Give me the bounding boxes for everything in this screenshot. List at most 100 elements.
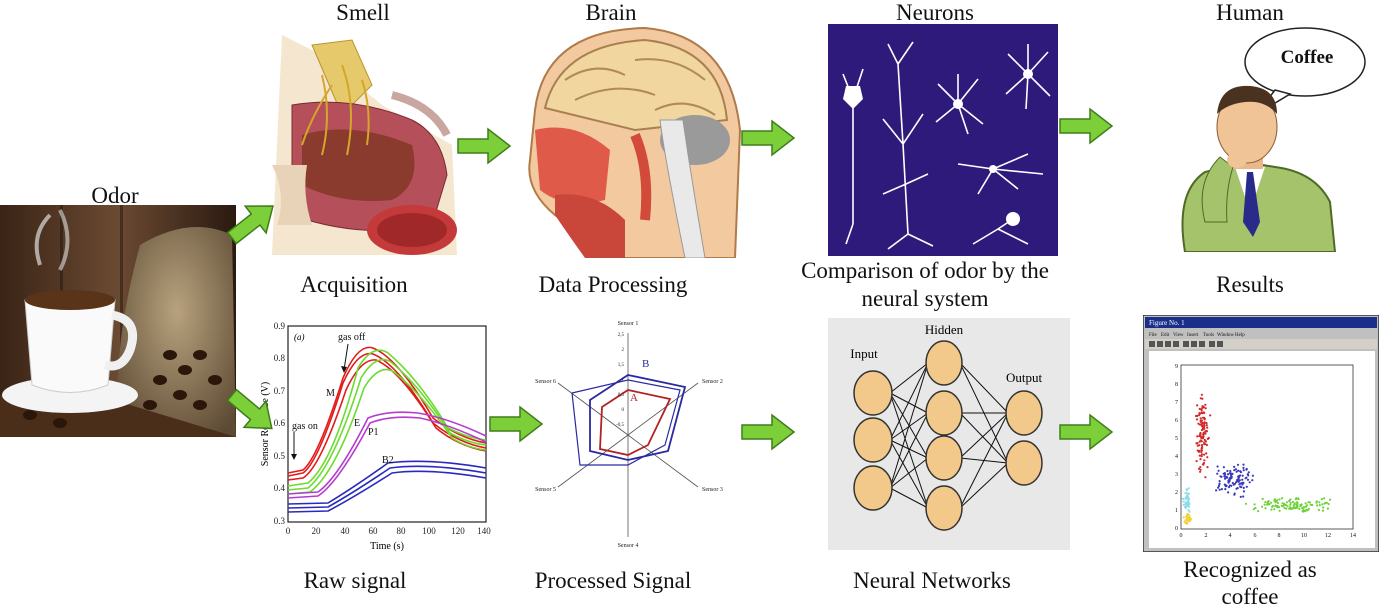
raw-panel-label: (a): [294, 332, 305, 342]
scatter-point: [1254, 506, 1257, 510]
radar-series-b-label: B: [642, 358, 649, 370]
scatter-point: [1200, 450, 1203, 454]
scatter-point: [1266, 503, 1269, 506]
scatter-point: [1227, 486, 1231, 489]
scatter-point: [1241, 474, 1244, 477]
scatter-point: [1184, 496, 1187, 499]
scatter-point: [1200, 447, 1203, 450]
scatter-point: [1304, 502, 1307, 505]
scatter-point: [1285, 507, 1288, 510]
figure-title: Figure No. 1: [1149, 319, 1185, 327]
raw-series-b2: [287, 470, 487, 513]
scatter-point: [1226, 469, 1229, 473]
scatter-point: [1239, 474, 1242, 477]
input-node: [853, 417, 893, 463]
radar-axis-label: Sensor 2: [702, 379, 723, 385]
scatter-point: [1187, 505, 1190, 508]
scatter-point: [1220, 475, 1223, 478]
scatter-point: [1242, 469, 1245, 472]
scatter-point: [1187, 513, 1190, 517]
scatter-point: [1202, 463, 1205, 466]
scatter-point: [1318, 501, 1321, 504]
scatter-point: [1293, 502, 1296, 505]
results-xtick: 14: [1350, 533, 1356, 539]
figure-menu-item[interactable]: File: [1149, 333, 1158, 338]
scatter-point: [1246, 478, 1250, 481]
scatter-point: [1223, 475, 1226, 478]
scatter-point: [1288, 499, 1291, 503]
scatter-point: [1203, 406, 1206, 409]
scatter-point: [1247, 471, 1250, 474]
scatter-point: [1278, 506, 1281, 509]
raw-xtick: 80: [397, 526, 407, 536]
nn-input-label: Input: [850, 346, 878, 361]
scatter-point: [1286, 505, 1289, 508]
figure-menu-item[interactable]: Insert: [1187, 333, 1199, 338]
scatter-point: [1205, 424, 1208, 427]
scatter-point: [1216, 472, 1219, 475]
raw-series-b2: [287, 465, 487, 509]
scatter-point: [1200, 423, 1203, 426]
scatter-point: [1284, 503, 1287, 506]
scatter-point: [1315, 500, 1318, 503]
radar-tick: 1,5: [618, 363, 625, 368]
raw-ytick: 0.7: [274, 386, 286, 396]
radar-tick: 1: [622, 378, 625, 383]
figure-menu-item[interactable]: Edit: [1161, 333, 1170, 338]
scatter-point: [1238, 483, 1241, 486]
scatter-point: [1299, 505, 1302, 508]
raw-annotation-e: E: [354, 418, 360, 429]
input-node: [853, 370, 893, 416]
figure-menu-item[interactable]: Help: [1235, 333, 1245, 338]
results-ytick: 6: [1175, 418, 1178, 424]
results-ytick: 7: [1175, 400, 1178, 406]
scatter-point: [1199, 468, 1202, 471]
figure-menu-item[interactable]: Window: [1217, 333, 1234, 338]
raw-signal-chart: 0.9 0.8 0.7 0.6 0.5 0.4 0.3 0 20 40 60 8…: [258, 318, 494, 554]
results-xtick: 0: [1180, 533, 1183, 539]
scatter-point: [1235, 487, 1238, 490]
scatter-point: [1209, 414, 1212, 417]
scatter-point: [1181, 497, 1185, 500]
raw-ytick: 0.3: [274, 516, 286, 526]
scatter-point: [1252, 508, 1255, 511]
scatter-point: [1203, 438, 1206, 442]
scatter-point: [1205, 430, 1208, 433]
scatter-point: [1257, 510, 1260, 513]
scatter-point: [1186, 492, 1189, 495]
scatter-point: [1242, 490, 1245, 493]
scatter-point: [1206, 426, 1209, 429]
scatter-point: [1237, 476, 1241, 479]
scatter-point: [1325, 501, 1328, 504]
figure-title-bar: [1145, 317, 1377, 328]
arrow-processed-to-nn: [741, 414, 795, 450]
scatter-point: [1197, 422, 1200, 425]
figure-menu-item[interactable]: View: [1173, 333, 1184, 338]
scatter-point: [1261, 497, 1264, 500]
scatter-point: [1274, 501, 1277, 504]
figure-menu-item[interactable]: Tools: [1203, 333, 1214, 338]
scatter-point: [1202, 426, 1205, 429]
scatter-point: [1204, 407, 1207, 410]
scatter-point: [1195, 418, 1199, 421]
raw-series-e: [287, 349, 487, 487]
label-comparison: Comparison of odor by the neural system: [770, 257, 1080, 313]
scatter-point: [1189, 517, 1193, 521]
scatter-point: [1188, 518, 1191, 521]
scatter-point: [1289, 503, 1292, 506]
results-scatter-clusters: [1181, 393, 1332, 525]
scatter-point: [1302, 508, 1305, 511]
scatter-point: [1228, 480, 1231, 483]
scatter-point: [1226, 473, 1230, 476]
scatter-point: [1308, 501, 1311, 504]
scatter-point: [1237, 469, 1240, 472]
raw-xtick: 140: [477, 526, 491, 536]
scatter-point: [1200, 440, 1203, 443]
scatter-point: [1270, 508, 1273, 511]
scatter-point: [1205, 443, 1208, 447]
scatter-point: [1217, 486, 1220, 489]
output-node: [1005, 440, 1043, 486]
scatter-point: [1273, 508, 1276, 511]
scatter-point: [1201, 425, 1204, 428]
scatter-point: [1184, 492, 1187, 495]
